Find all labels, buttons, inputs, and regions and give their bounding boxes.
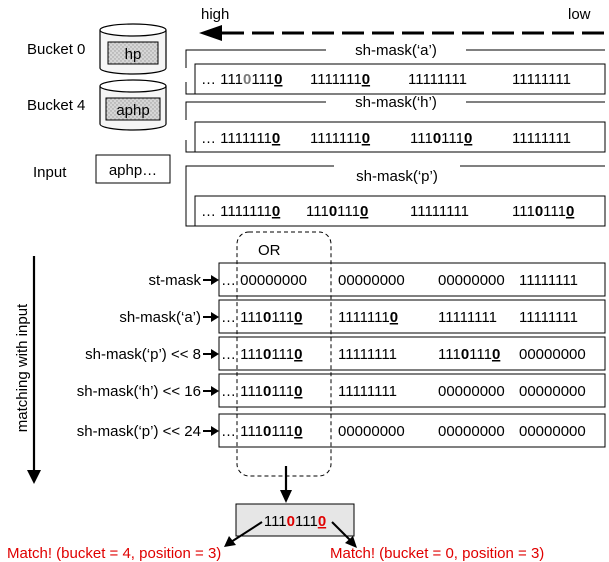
input-box: [95, 154, 171, 184]
row-label: sh-mask(‘a’): [119, 309, 201, 326]
row-box: [218, 299, 606, 334]
match-text-bucket-4: Match! (bucket = 4, position = 3): [7, 545, 221, 562]
result-bits: 11101110: [264, 513, 326, 530]
row-arrow-head: [211, 349, 219, 359]
row-arrow-head: [211, 386, 219, 396]
direction-arrow: [199, 25, 605, 41]
row-arrow-head: [211, 275, 219, 285]
matching-arrow: [27, 256, 41, 484]
sh-mask-p-title: sh-mask(‘p’): [356, 168, 438, 185]
bucket-4: Bucket 4 aphp: [27, 79, 167, 131]
bucket-4-content: aphp: [116, 102, 149, 119]
bucket-0-label: Bucket 0: [27, 41, 85, 58]
sh-mask-a-title: sh-mask(‘a’): [355, 42, 437, 59]
or-column: [236, 231, 332, 477]
row-arrow-head: [211, 312, 219, 322]
row-arrow-head: [211, 426, 219, 436]
bucket-0: Bucket 0 hp: [27, 23, 167, 75]
input-label: Input: [33, 164, 67, 181]
sh-mask-p-box: [194, 195, 606, 227]
bucket-0-content: hp: [125, 46, 142, 63]
row-label: st-mask: [149, 272, 202, 289]
match-text-bucket-0: Match! (bucket = 0, position = 3): [330, 545, 544, 562]
bucket-4-cylinder: aphp: [99, 79, 167, 131]
result-arrow: [280, 466, 292, 503]
row-label: sh-mask(‘h’) << 16: [77, 383, 201, 400]
result-box: [235, 503, 355, 537]
row-label: sh-mask(‘p’) << 24: [77, 423, 201, 440]
row-box: [218, 336, 606, 371]
or-label: OR: [258, 242, 281, 259]
sh-mask-h-title: sh-mask(‘h’): [355, 94, 437, 111]
row-box: [218, 373, 606, 408]
bucket-0-cylinder: hp: [99, 23, 167, 75]
sh-mask-a-box: [194, 63, 606, 95]
row-box: [218, 413, 606, 448]
row-label: sh-mask(‘p’) << 8: [85, 346, 201, 363]
row-box: [218, 262, 606, 297]
matching-label: matching with input: [14, 303, 31, 432]
sh-mask-h-box: [194, 121, 606, 153]
bucket-4-label: Bucket 4: [27, 97, 85, 114]
high-label: high: [201, 6, 229, 23]
match-arrows: [224, 521, 357, 548]
input-value: aphp…: [109, 162, 157, 179]
low-label: low: [568, 6, 591, 23]
